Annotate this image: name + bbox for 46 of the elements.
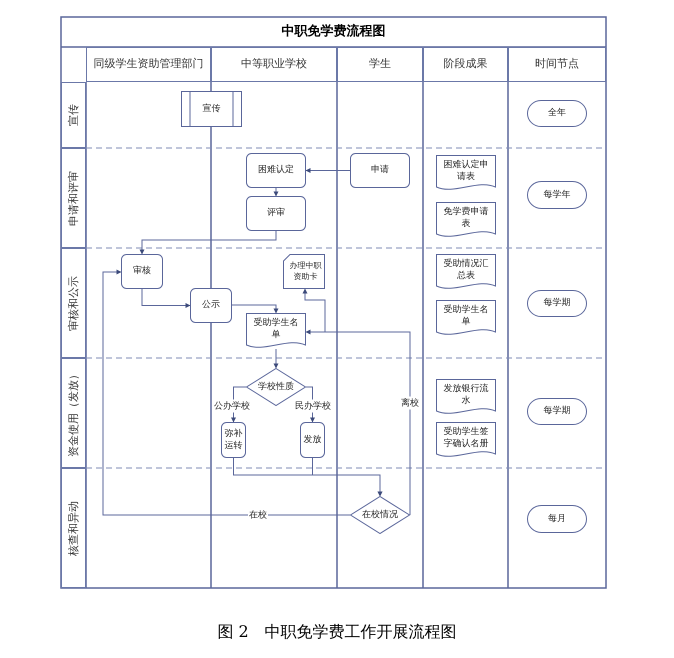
process-box: 宣传 xyxy=(181,91,242,127)
arrow xyxy=(232,304,278,314)
document-shape: 困难认定申请表 xyxy=(436,155,496,193)
figure-caption: 图 2 中职免学费工作开展流程图 xyxy=(216,622,458,643)
process-box: 评审 xyxy=(246,196,306,231)
diagram-title: 中职免学费流程图 xyxy=(280,22,386,40)
process-box: 弥补运转 xyxy=(221,422,246,458)
edge-label: 在校 xyxy=(248,508,268,522)
document-shape: 受助学生名单 xyxy=(436,300,496,338)
arrow xyxy=(140,230,276,254)
process-box: 发放 xyxy=(300,422,325,458)
arrow xyxy=(102,270,350,516)
column-header: 中等职业学校 xyxy=(211,47,337,82)
arrow xyxy=(274,188,278,196)
document-shape: 受助学生名单 xyxy=(246,313,306,351)
process-box: 公示 xyxy=(190,288,232,323)
document-shape: 发放银行流水 xyxy=(436,379,496,417)
lane-header: 资金使用（发放） xyxy=(61,358,86,468)
time-pill: 每学年 xyxy=(527,181,587,209)
edge-label: 离校 xyxy=(400,396,420,410)
card-shape: 办理中职资助卡 xyxy=(283,254,325,289)
time-pill: 全年 xyxy=(527,100,587,127)
arrow xyxy=(142,288,190,308)
column-header: 阶段成果 xyxy=(423,47,508,82)
process-box: 申请 xyxy=(350,153,410,188)
document-shape: 受助学生签字确认名册 xyxy=(436,422,496,460)
column-header: 同级学生资助管理部门 xyxy=(86,47,211,82)
lane-header: 核查和异动 xyxy=(61,468,86,588)
document-shape: 受助情况汇总表 xyxy=(436,254,496,292)
lane-header: 申请和评审 xyxy=(61,148,86,248)
arrow xyxy=(306,168,350,173)
arrow xyxy=(274,348,278,368)
lane-header: 宣传 xyxy=(61,82,86,148)
process-box: 困难认定 xyxy=(246,153,306,188)
decision-diamond: 在校情况 xyxy=(350,496,410,534)
lane-header: 审核和公示 xyxy=(61,248,86,358)
edge-label: 公办学校 xyxy=(213,400,251,412)
edge-label: 民办学校 xyxy=(294,400,332,412)
time-pill: 每月 xyxy=(527,505,587,533)
arrow xyxy=(312,458,382,496)
process-box: 审核 xyxy=(121,254,163,289)
column-header: 时间节点 xyxy=(508,47,606,82)
document-shape: 免学费申请表 xyxy=(436,202,496,240)
column-header: 学生 xyxy=(337,47,423,82)
time-pill: 每学期 xyxy=(527,290,587,317)
time-pill: 每学期 xyxy=(527,398,587,425)
